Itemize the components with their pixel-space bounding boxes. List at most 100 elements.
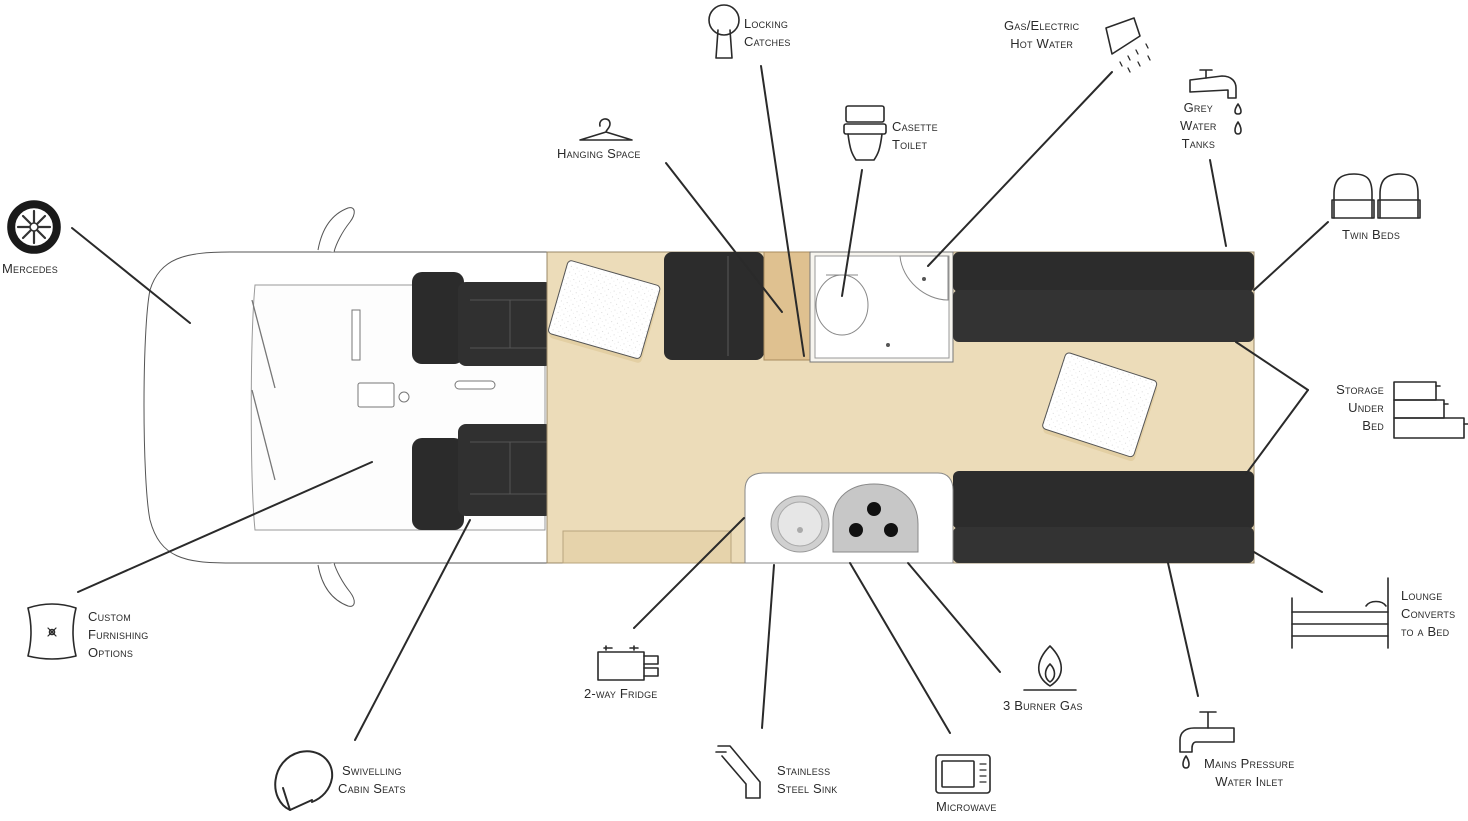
leader-mercedes <box>71 227 191 324</box>
leader-lounge <box>1253 551 1323 593</box>
bathroom <box>809 251 954 363</box>
water-tap-icon <box>1179 711 1235 769</box>
label-mains-water: Mains Pressure Water Inlet <box>1204 755 1294 791</box>
label-twin-beds: Twin Beds <box>1342 226 1400 244</box>
mirror-top <box>317 207 355 253</box>
van-cab <box>143 207 547 607</box>
label-line: to a Bed <box>1401 624 1450 639</box>
gas-flame-icon <box>1023 645 1077 691</box>
microwave-icon <box>935 754 991 794</box>
label-storage: Storage Under Bed <box>1318 381 1384 435</box>
tap-drip-icon <box>1189 69 1242 135</box>
leader-grey <box>1209 159 1227 247</box>
label-mercedes: Mercedes <box>2 260 58 278</box>
leader-storage-1 <box>1235 341 1309 391</box>
leader-hanging <box>665 162 783 313</box>
label-line: Water Inlet <box>1215 774 1284 789</box>
bed-icon <box>1291 577 1389 649</box>
label-hot-water: Gas/Electric Hot Water <box>1004 17 1079 53</box>
label-line: Furnishing <box>88 627 149 642</box>
wiper-2 <box>251 389 276 481</box>
label-line: Converts <box>1401 606 1456 621</box>
twin-bed-bottom <box>953 471 1254 563</box>
label-line: Grey <box>1183 100 1214 115</box>
label-cassette-toilet: Casette Toilet <box>892 118 938 154</box>
label-hanging-space: Hanging Space <box>557 145 641 163</box>
burner-1 <box>867 502 881 516</box>
label-grey-water: Grey Water Tanks <box>1180 99 1217 153</box>
gear-shift <box>357 382 395 408</box>
cooktop <box>832 483 919 553</box>
cab-seats <box>412 272 553 530</box>
label-line: Hot Water <box>1010 36 1074 51</box>
shower-icon <box>1105 17 1151 73</box>
label-lounge: Lounge Converts to a Bed <box>1401 587 1455 641</box>
label-line: Stainless <box>777 763 831 778</box>
label-fridge: 2-way Fridge <box>584 685 658 703</box>
wiper-1 <box>251 299 276 389</box>
mirror-bottom <box>317 562 355 607</box>
label-microwave: Microwave <box>936 798 997 816</box>
label-swivelling-seats: Swivelling Cabin Seats <box>338 762 406 798</box>
leader-swivel <box>354 519 471 741</box>
label-line: Hanging Space <box>557 146 641 161</box>
label-line: Options <box>88 645 134 660</box>
label-custom-furnishing: Custom Furnishing Options <box>88 608 148 662</box>
leader-twin <box>1253 221 1329 291</box>
label-line: Mercedes <box>2 261 58 276</box>
callout-lines <box>71 65 1329 741</box>
label-line: Mains Pressure <box>1204 756 1295 771</box>
leader-gas <box>907 562 1001 673</box>
kitchen-bench <box>744 472 954 564</box>
label-line: Tanks <box>1181 136 1216 151</box>
leader-mains <box>1167 562 1199 697</box>
label-line: Under <box>1348 400 1384 415</box>
label-line: 2-way Fridge <box>584 686 658 701</box>
label-line: Twin Beds <box>1342 227 1401 242</box>
table-front <box>548 260 661 363</box>
label-line: Locking <box>744 16 789 31</box>
drawers-icon <box>1393 381 1468 439</box>
gear-knob <box>398 391 410 403</box>
twin-bed-top <box>953 252 1254 342</box>
label-line: Storage <box>1336 382 1384 397</box>
label-sink: Stainless Steel Sink <box>777 762 837 798</box>
twin-beds-icon <box>1331 173 1421 219</box>
table-rear <box>1042 352 1158 462</box>
label-line: Custom <box>88 609 131 624</box>
leader-custom <box>77 461 373 593</box>
hanger-icon <box>579 118 633 141</box>
label-line: Cabin Seats <box>338 781 406 796</box>
cushion-icon <box>27 603 77 660</box>
battery-fridge-icon <box>597 645 659 681</box>
floor-cabinet <box>562 530 732 564</box>
leader-storage-2 <box>1245 389 1309 475</box>
leader-toilet <box>841 169 863 297</box>
burner-2 <box>849 523 863 537</box>
toilet-icon <box>843 105 887 161</box>
wheel-icon <box>7 200 61 254</box>
label-line: Bed <box>1362 418 1384 433</box>
leader-microwave <box>849 562 951 734</box>
label-line: Steel Sink <box>777 781 838 796</box>
label-line: Catches <box>744 34 791 49</box>
label-line: 3 Burner Gas <box>1003 698 1083 713</box>
label-line: Toilet <box>892 137 928 152</box>
label-locking-catches: Locking Catches <box>744 15 791 51</box>
leader-locking <box>760 65 805 357</box>
keyhole-icon <box>708 4 740 59</box>
burner-3 <box>884 523 898 537</box>
leader-fridge <box>633 517 745 629</box>
driver-seat <box>412 272 553 366</box>
rotate-arrow-icon <box>274 750 334 811</box>
label-line: Lounge <box>1401 588 1443 603</box>
passenger-seat <box>412 424 553 530</box>
label-burner-gas: 3 Burner Gas <box>1003 697 1083 715</box>
toilet-bowl <box>815 274 869 336</box>
leader-sink <box>761 564 775 729</box>
leader-hotwater <box>927 71 1113 267</box>
label-line: Gas/Electric <box>1004 18 1080 33</box>
wardrobe-seat <box>664 252 764 360</box>
label-line: Casette <box>892 119 938 134</box>
